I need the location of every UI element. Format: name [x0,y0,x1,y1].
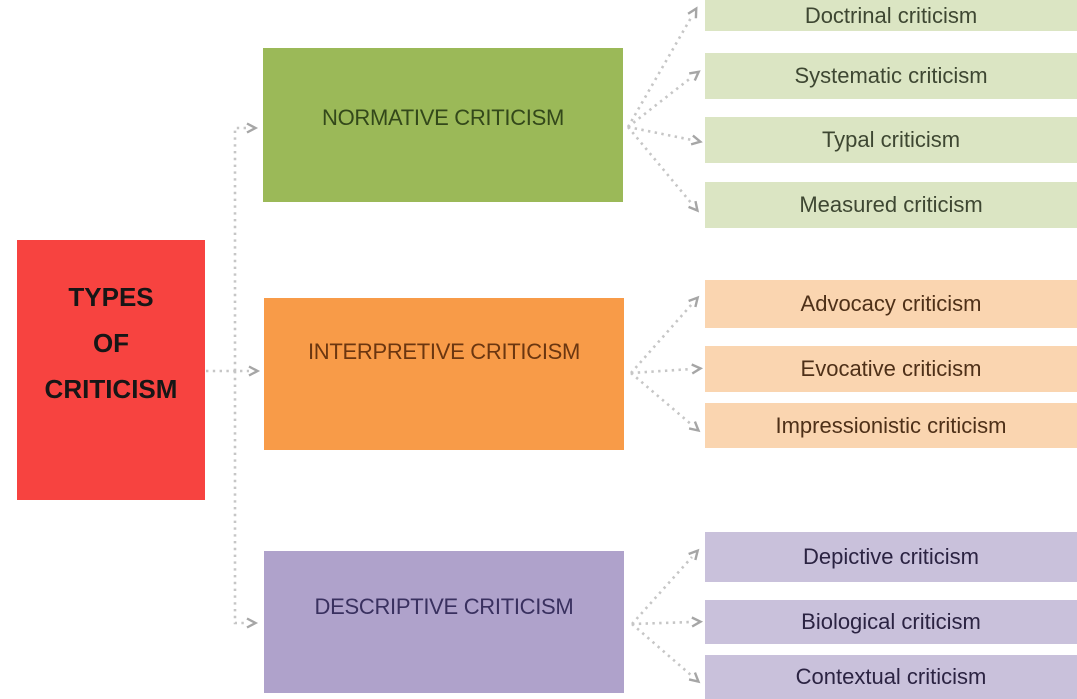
arrow-normative-to-systematic [627,70,701,129]
root-label-line-3: CRITICISM [44,374,178,404]
root-box-types-of-criticism: TYPES OF CRITICISM [17,240,205,500]
arrow-interpretive-to-advocacy [630,295,700,374]
child-label-contextual: Contextual criticism [795,664,987,689]
arrow-root-to-normative [233,122,259,371]
child-label-impressionistic: Impressionistic criticism [775,412,1007,438]
arrow-normative-to-doctrinal [626,6,698,128]
child-box-contextual-criticism: Contextual criticism [705,655,1077,699]
branch-label-interpretive: INTERPRETIVE CRITICISM [307,339,581,364]
child-box-biological-criticism: Biological criticism [705,600,1077,644]
child-label-advocacy: Advocacy criticism [800,291,982,316]
child-label-typal: Typal criticism [821,127,961,152]
arrow-interpretive-to-impressionistic [630,372,701,433]
arrow-descriptive-to-contextual [631,623,701,684]
arrow-normative-to-measured [627,126,700,213]
branch-box-descriptive-criticism: DESCRIPTIVE CRITICISM [264,551,624,693]
child-box-impressionistic-criticism: Impressionistic criticism [705,403,1077,448]
child-label-depictive: Depictive criticism [802,544,980,569]
child-box-evocative-criticism: Evocative criticism [705,346,1077,392]
branch-label-normative: NORMATIVE CRITICISM [321,105,564,130]
root-label-line-2: OF [92,328,130,358]
child-box-measured-criticism: Measured criticism [705,182,1077,228]
child-label-evocative: Evocative criticism [800,356,982,381]
branch-label-descriptive: DESCRIPTIVE CRITICISM [314,594,574,619]
child-label-measured: Measured criticism [799,192,983,217]
arrow-normative-to-typal [627,125,703,146]
child-box-doctrinal-criticism: Doctrinal criticism [705,0,1077,31]
arrow-root-to-descriptive [233,371,259,629]
child-label-biological: Biological criticism [801,609,981,634]
arrow-interpretive-to-evocative [630,363,704,375]
arrow-descriptive-to-depictive [631,548,700,625]
root-label-line-1: TYPES [68,282,154,312]
child-box-depictive-criticism: Depictive criticism [705,532,1077,582]
child-box-systematic-criticism: Systematic criticism [705,53,1077,99]
child-label-systematic: Systematic criticism [794,63,988,88]
child-box-advocacy-criticism: Advocacy criticism [705,280,1077,328]
arrow-descriptive-to-biological [631,616,704,628]
branch-box-normative-criticism: NORMATIVE CRITICISM [263,48,623,202]
child-label-doctrinal: Doctrinal criticism [804,2,978,28]
branch-box-interpretive-criticism: INTERPRETIVE CRITICISM [264,298,624,450]
child-box-typal-criticism: Typal criticism [705,117,1077,163]
